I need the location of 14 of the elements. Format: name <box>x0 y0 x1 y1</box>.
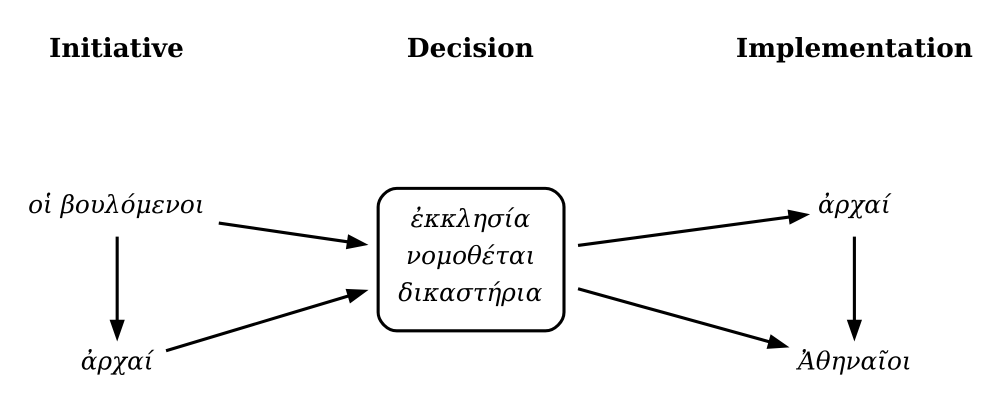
node-text: Ἀθηναῖοι <box>797 346 912 375</box>
arrow <box>165 288 368 352</box>
node-box: ἐκκλησία νομοθέται δικαστήρια <box>376 186 566 332</box>
arrow <box>846 236 862 341</box>
arrow <box>577 286 790 348</box>
node-text: ἀρχαί <box>80 346 154 375</box>
label: Decision <box>406 32 534 64</box>
node-text: οἱ βουλόμενοι <box>28 189 204 218</box>
arrow <box>577 209 810 246</box>
arrow <box>218 221 368 249</box>
node-text: ἀρχαί <box>818 189 890 218</box>
label: Initiative <box>48 32 184 64</box>
label: Implementation <box>735 32 972 64</box>
arrow <box>109 236 124 341</box>
